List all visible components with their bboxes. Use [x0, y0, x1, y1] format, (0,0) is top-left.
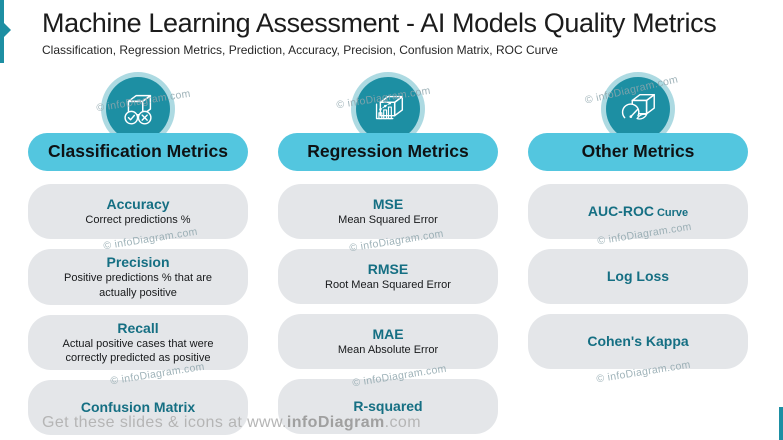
metric-description: Mean Absolute Error	[337, 344, 439, 357]
metric-pill-log-loss: Log Loss	[528, 248, 748, 304]
metric-title: Cohen's Kappa	[587, 332, 689, 349]
classification-cube-check-x-icon	[106, 76, 170, 141]
metric-pill-confusion-matrix: Confusion Matrix	[28, 380, 248, 436]
metric-description: Root Mean Squared Error	[325, 279, 451, 292]
metric-title: Precision	[106, 253, 170, 270]
metric-title: Recall	[117, 319, 159, 336]
metric-description: Positive predictions % that are actually…	[64, 272, 212, 299]
left-accent-arrow	[4, 23, 11, 37]
page-title: Machine Learning Assessment - AI Models …	[42, 8, 717, 38]
footer-credit: Get these slides & icons at www.infoDiag…	[42, 414, 421, 432]
metric-title: MAE	[372, 325, 404, 342]
metric-description: Correct predictions %	[85, 214, 191, 227]
metric-title: MSE	[372, 195, 404, 212]
regression-pill-list: MSE Mean Squared Error RMSE Root Mean Sq…	[278, 183, 498, 434]
column-header-label: Regression Metrics	[307, 141, 469, 162]
column-header-classification: Classification Metrics	[28, 132, 248, 171]
left-accent-bar	[0, 0, 4, 63]
metric-description: Mean Squared Error	[338, 214, 438, 227]
metric-pill-r-squared: R-squared	[278, 378, 498, 434]
metric-title: R-squared	[353, 397, 423, 414]
other-metrics-cube-gauge-icon	[606, 76, 670, 141]
right-accent-bar	[779, 407, 783, 440]
column-regression-metrics: Regression Metrics MSE Mean Squared Erro…	[278, 71, 498, 435]
metric-pill-mae: MAE Mean Absolute Error	[278, 313, 498, 369]
metric-title: RMSE	[367, 260, 409, 277]
footer-brand-link[interactable]: infoDiagram	[286, 414, 385, 431]
metrics-columns: Classification Metrics Accuracy Correct …	[0, 71, 783, 436]
footer-suffix: .com	[384, 414, 421, 431]
metric-description: Actual positive cases that were correctl…	[62, 338, 214, 365]
metric-pill-mse: MSE Mean Squared Error	[278, 183, 498, 239]
metric-pill-accuracy: Accuracy Correct predictions %	[28, 183, 248, 239]
column-header-label: Other Metrics	[581, 141, 695, 162]
slide-header: Machine Learning Assessment - AI Models …	[0, 0, 783, 57]
metric-pill-cohens-kappa: Cohen's Kappa	[528, 313, 748, 369]
classification-pill-list: Accuracy Correct predictions % Precision…	[28, 183, 248, 436]
metric-title: Accuracy	[106, 195, 170, 212]
metric-title: Log Loss	[606, 267, 670, 284]
regression-cube-chart-icon	[356, 76, 420, 141]
metric-pill-precision: Precision Positive predictions % that ar…	[28, 248, 248, 305]
column-header-other: Other Metrics	[528, 132, 748, 171]
page-subtitle: Classification, Regression Metrics, Pred…	[42, 42, 558, 57]
metric-title: Confusion Matrix	[80, 399, 196, 415]
footer-prefix: Get these slides & icons at www.	[42, 414, 287, 431]
metric-pill-recall: Recall Actual positive cases that were c…	[28, 314, 248, 371]
column-classification-metrics: Classification Metrics Accuracy Correct …	[28, 71, 248, 436]
column-header-label: Classification Metrics	[48, 141, 228, 162]
metric-pill-rmse: RMSE Root Mean Squared Error	[278, 248, 498, 304]
metric-title-suffix: Curve	[656, 206, 689, 219]
column-header-regression: Regression Metrics	[278, 132, 498, 171]
